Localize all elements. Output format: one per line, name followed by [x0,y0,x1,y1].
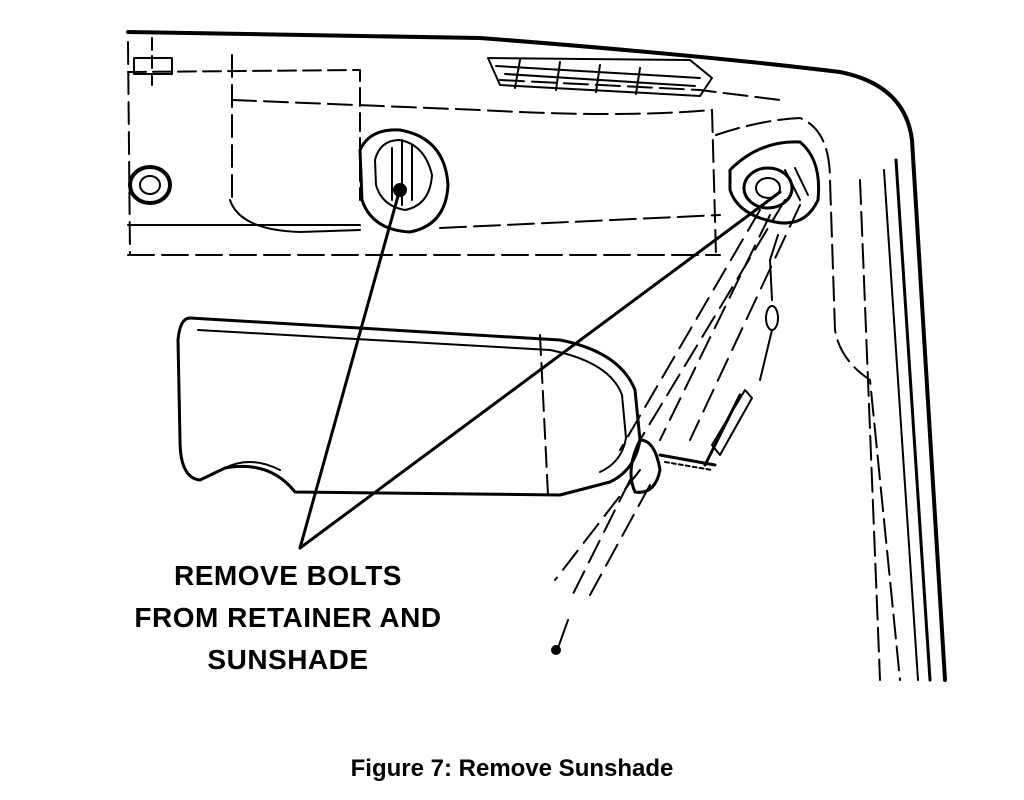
callout-text-line-2: FROM RETAINER AND [134,602,442,633]
sunshade-panel [176,316,642,497]
callout-text-line-3: SUNSHADE [207,644,369,675]
top-bracket [487,57,713,97]
callout-leaders [298,190,782,550]
right-retainer [728,140,821,225]
left-retainer [358,128,450,234]
bolt [551,619,569,655]
left-clip [128,37,173,205]
exploded-view-lines [554,199,801,601]
figure-caption: Figure 7: Remove Sunshade [350,755,674,782]
callout-text-line-1: REMOVE BOLTS [174,560,402,591]
headliner-outline [126,30,947,682]
pivot-rod [629,234,779,494]
